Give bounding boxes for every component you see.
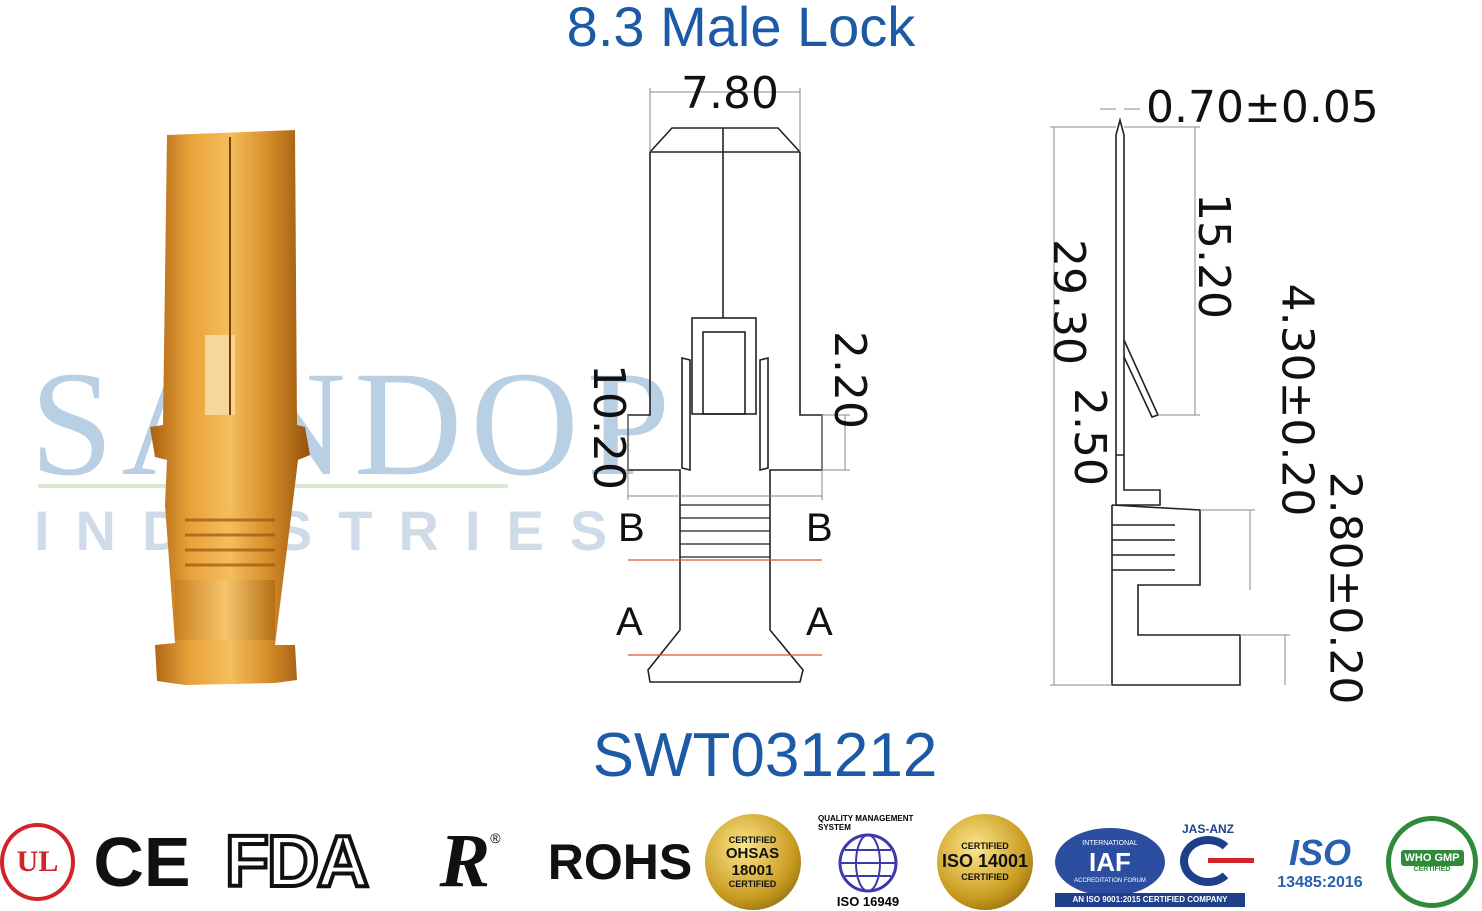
watermark-subtitle: INDUSTRIES [34, 499, 634, 562]
dimension-overall-length: 29.30 [1042, 239, 1094, 365]
section-a-left: A [616, 600, 643, 644]
section-a-right: A [806, 600, 833, 644]
dimension-lock-height: 2.20 [823, 331, 875, 429]
terminal-photo [150, 130, 310, 685]
ohsas-18001-badge: CERTIFIED OHSAS 18001 CERTIFIED [700, 812, 805, 911]
jas-anz-logo: JAS-ANZ [1168, 815, 1254, 893]
ce-logo: CE [93, 822, 191, 901]
rohs-logo: ROHS [547, 833, 693, 890]
dimension-width: 7.80 [681, 68, 779, 119]
dimension-body-length: 10.20 [582, 364, 634, 490]
dimension-lock-offset: 4.30±0.20 [1271, 283, 1323, 517]
iaf-logo: INTERNATIONAL IAF ACCREDITATION FORUM [1050, 812, 1170, 911]
side-view-drawing [1050, 108, 1290, 686]
fda-logo: FDA [223, 820, 371, 904]
watermark-company-name: SANDOP [30, 341, 679, 507]
dimension-thickness: 0.70±0.05 [1146, 82, 1379, 133]
section-b-left: B [618, 506, 645, 550]
dimension-tab-length: 15.20 [1187, 193, 1239, 319]
iaf-footer-bar: AN ISO 9001:2015 CERTIFIED COMPANY [1055, 893, 1245, 907]
section-b-right: B [806, 506, 833, 550]
who-gmp-badge: WHO GMP CERTIFIED [1382, 812, 1482, 911]
iso-16949-badge: QUALITY MANAGEMENT SYSTEM ISO 16949 [818, 814, 914, 909]
dimension-lance: 2.50 [1063, 388, 1115, 486]
globe-icon [838, 833, 898, 893]
ur-logo: R ® [439, 819, 501, 903]
page-title: 8.3 Male Lock [566, 0, 916, 58]
front-view-drawing [627, 88, 850, 683]
part-number: SWT031212 [592, 721, 938, 790]
dimension-crimp-length: 2.80±0.20 [1319, 471, 1371, 705]
iso-14001-badge: CERTIFIED ISO 14001 CERTIFIED [935, 812, 1035, 911]
iso-13485-logo: ISO 13485:2016 [1277, 831, 1363, 891]
ul-logo: UL [0, 812, 75, 911]
